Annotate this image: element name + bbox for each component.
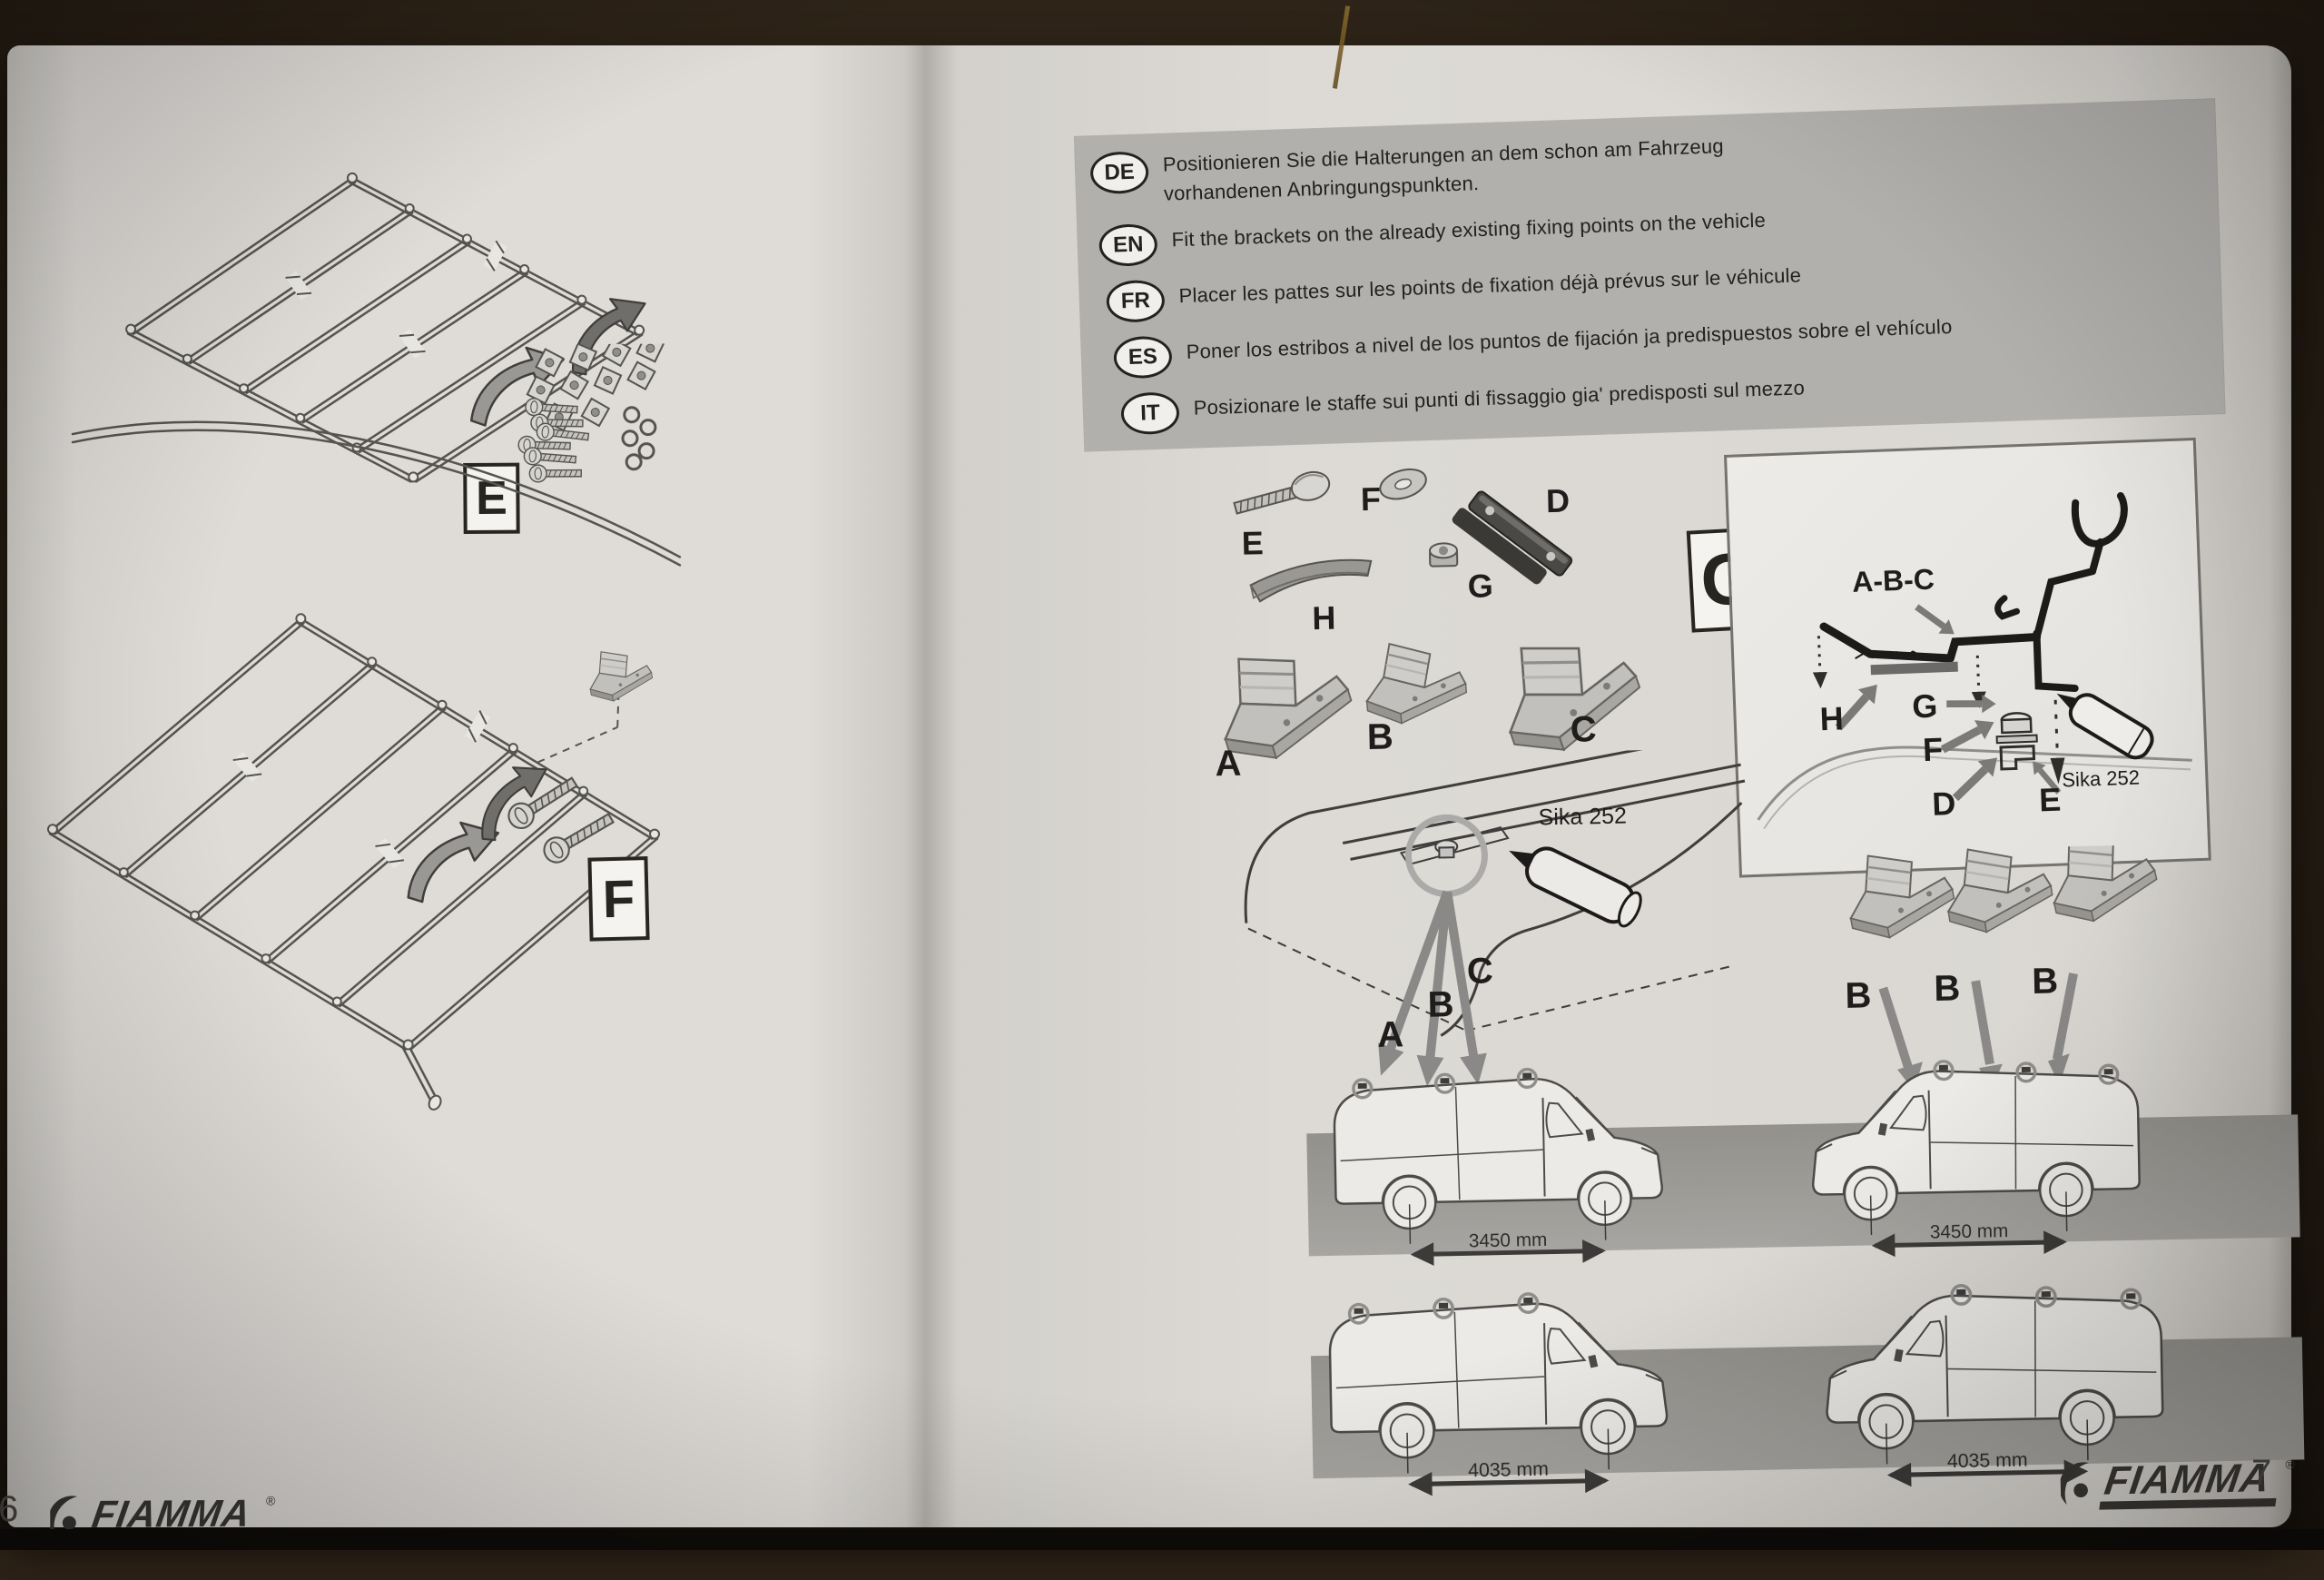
van-illustration-1: 3450 mm — [1332, 1065, 1665, 1266]
instruction-text-es: Poner los estribos a nivel de los puntos… — [1186, 314, 1953, 363]
instruction-text-it: Posizionare le staffe sui punti di fissa… — [1193, 376, 1806, 420]
b-label-2: B — [1933, 968, 1961, 1010]
instruction-block: DE Positionieren Sie die Halterungen an … — [1074, 99, 2225, 451]
language-badge-fr: FR — [1106, 279, 1166, 323]
roof-rack-drawing-top — [125, 172, 663, 483]
step-letter-box-f: F — [587, 856, 650, 942]
detail-label-f: F — [1922, 730, 1944, 769]
bolt-drawing — [1233, 470, 1331, 515]
van-illustration-4: 4035 mm — [1823, 1279, 2165, 1487]
wheelbase-dimension: 3450 mm — [1408, 1200, 1607, 1266]
shim-in-section — [1870, 661, 1958, 676]
fan-label-b: B — [1427, 984, 1454, 1025]
wheelbase-value: 4035 mm — [1468, 1458, 1549, 1482]
page-number-left: 6 — [0, 1489, 19, 1529]
detail-label-abc: A-B-C — [1851, 562, 1935, 598]
detail-sika-label: Sika 252 — [2061, 765, 2141, 792]
language-badge-es: ES — [1113, 335, 1173, 380]
washer-drawing — [1379, 468, 1427, 500]
bracket-label-b: B — [1366, 716, 1394, 757]
fiamma-logo: FIAMMA ® — [2060, 1456, 2295, 1511]
wheelbase-value: 3450 mm — [1930, 1220, 2009, 1243]
part-label-d: D — [1545, 481, 1571, 520]
shim-drawing — [1249, 558, 1373, 603]
part-label-h: H — [1311, 598, 1336, 637]
wheelbase-dimension: 3450 mm — [1869, 1191, 2068, 1258]
part-label-f: F — [1360, 479, 1382, 518]
nut-drawing — [1428, 542, 1459, 568]
detail-label-e: E — [2038, 780, 2062, 819]
page-left: E — [29, 93, 909, 1572]
sealant-cartridge-drawing — [2056, 693, 2154, 760]
sealant-cartridge-drawing — [1509, 846, 1642, 928]
language-badge-it: IT — [1120, 390, 1180, 436]
b-brackets-drawing — [1838, 844, 2164, 1091]
clamp-bar-drawing — [1452, 508, 1547, 585]
wheelbase-value: 4035 mm — [1947, 1448, 2028, 1472]
detail-label-g: G — [1911, 686, 1939, 726]
registered-mark: ® — [2285, 1457, 2295, 1472]
small-bracket-drawing — [583, 642, 656, 706]
roof-corner-figure: Sika 252 A B C — [1217, 747, 1760, 1126]
page-number-right: 7 — [2251, 1453, 2272, 1493]
instruction-text-de: Positionieren Sie die Halterungen an dem… — [1162, 134, 1725, 205]
roof-sika-label: Sika 252 — [1538, 803, 1628, 831]
bolt-stack-drawing — [1995, 712, 2038, 771]
down-arrows — [1878, 973, 2078, 1070]
wheelbase-dimension: 4035 mm — [1886, 1419, 2089, 1487]
van-illustration-3: 4035 mm — [1327, 1289, 1669, 1496]
b-label-1: B — [1845, 975, 1872, 1016]
fan-label-a: A — [1376, 1014, 1404, 1055]
detail-cross-section-box: A-B-C H G F D E Sika 252 — [1724, 437, 2211, 878]
table-edge — [0, 1529, 2324, 1550]
registered-mark: ® — [266, 1493, 276, 1508]
dashed-leader-lines — [537, 681, 620, 764]
page-right: DE Positionieren Sie die Halterungen an … — [892, 84, 2311, 1580]
wheelbase-value: 3450 mm — [1469, 1229, 1548, 1252]
step-letter-f: F — [602, 868, 636, 929]
bracket-label-c: C — [1570, 709, 1598, 750]
fiamma-leaf-icon — [50, 1496, 78, 1537]
small-parts-drawing — [1233, 468, 1573, 603]
fiamma-logo: FIAMMA ® — [50, 1492, 276, 1543]
detail-label-d: D — [1931, 784, 1956, 823]
van-illustration-2: 3450 mm — [1808, 1055, 2142, 1258]
part-label-e: E — [1241, 524, 1265, 562]
b-brackets-figure: B B B — [1827, 844, 2222, 1110]
clamp-bar-drawing — [1468, 490, 1573, 577]
roof-rack-drawing-bottom — [46, 420, 682, 1111]
wheelbase-dimension: 4035 mm — [1406, 1428, 1610, 1496]
break-marks — [285, 240, 507, 359]
fan-label-c: C — [1466, 951, 1494, 992]
fiamma-leaf-icon — [2060, 1462, 2089, 1506]
break-marks — [232, 710, 491, 869]
instruction-text-en: Fit the brackets on the already existing… — [1171, 208, 1767, 252]
roof-corner-drawing — [1244, 747, 1746, 1088]
manual-spread: E — [7, 45, 2305, 1542]
language-badge-en: EN — [1098, 222, 1158, 267]
part-label-g: G — [1467, 567, 1494, 605]
language-badge-de: DE — [1089, 151, 1149, 195]
small-parts-figure: E F G D H — [1207, 449, 1719, 673]
detail-label-h: H — [1818, 699, 1845, 738]
instruction-text-fr: Placer les pattes sur les points de fixa… — [1178, 263, 1802, 307]
b-label-3: B — [2031, 961, 2059, 1002]
cross-section-drawing — [1757, 491, 2192, 830]
